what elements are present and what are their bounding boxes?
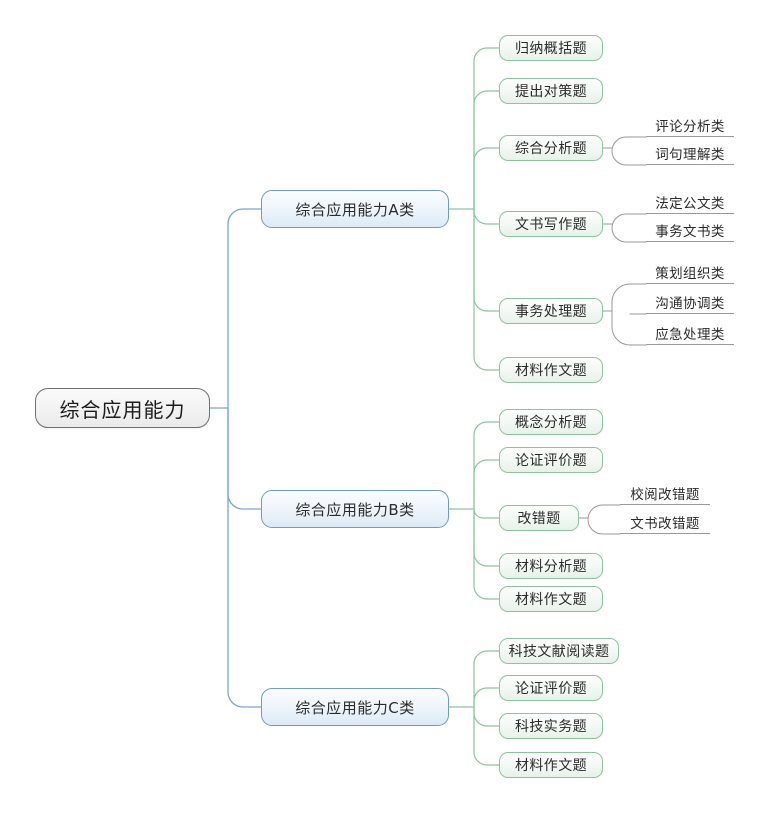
branch-node-1[interactable]: 综合应用能力A类 — [261, 190, 449, 228]
sub-leaf-node-3[interactable]: 法定公文类 — [646, 192, 734, 214]
leaf-node-2-1[interactable]: 概念分析题 — [499, 409, 603, 435]
leaf-node-1-6[interactable]: 材料作文题 — [499, 357, 603, 383]
connector-line — [473, 421, 500, 510]
branch-node-3[interactable]: 综合应用能力C类 — [261, 688, 449, 726]
connector-line — [227, 208, 262, 409]
connector-line — [473, 208, 500, 225]
sub-leaf-node-1[interactable]: 评论分析类 — [646, 115, 734, 137]
connector-line — [473, 508, 500, 600]
leaf-node-3-1[interactable]: 科技文献阅读题 — [499, 638, 619, 664]
leaf-node-3-4[interactable]: 材料作文题 — [499, 752, 603, 778]
sub-leaf-node-6[interactable]: 沟通协调类 — [646, 292, 734, 314]
connector-line — [473, 90, 500, 210]
connector-line — [473, 147, 500, 210]
connector-line — [227, 407, 262, 510]
connector-line — [227, 407, 262, 708]
leaf-node-2-4[interactable]: 材料分析题 — [499, 553, 603, 579]
connector-line — [473, 706, 500, 727]
connector-line — [473, 687, 500, 708]
connector-line — [587, 504, 603, 535]
sub-leaf-node-4[interactable]: 事务文书类 — [646, 220, 734, 242]
leaf-node-1-4[interactable]: 文书写作题 — [499, 211, 603, 237]
sub-leaf-node-5[interactable]: 策划组织类 — [646, 262, 734, 284]
connector-line — [473, 459, 500, 510]
leaf-node-1-1[interactable]: 归纳概括题 — [499, 35, 603, 61]
leaf-node-1-3[interactable]: 综合分析题 — [499, 135, 603, 161]
connector-line — [611, 283, 631, 346]
sub-leaf-node-9[interactable]: 文书改错题 — [620, 512, 710, 534]
leaf-node-2-2[interactable]: 论证评价题 — [499, 447, 603, 473]
connector-line — [473, 47, 500, 210]
connector-line — [473, 706, 500, 766]
connector-line — [611, 213, 627, 243]
connector-line — [611, 136, 627, 166]
sub-leaf-node-8[interactable]: 校阅改错题 — [620, 483, 710, 505]
connector-line — [473, 508, 500, 519]
leaf-node-2-3[interactable]: 改错题 — [499, 505, 579, 531]
leaf-node-2-5[interactable]: 材料作文题 — [499, 586, 603, 612]
connector-line — [473, 208, 500, 312]
branch-node-2[interactable]: 综合应用能力B类 — [261, 490, 449, 528]
connector-line — [473, 650, 500, 708]
leaf-node-3-2[interactable]: 论证评价题 — [499, 675, 603, 701]
connector-line — [473, 508, 500, 567]
leaf-node-3-3[interactable]: 科技实务题 — [499, 713, 603, 739]
connector-line — [473, 208, 500, 371]
sub-leaf-node-7[interactable]: 应急处理类 — [646, 323, 734, 345]
leaf-node-1-5[interactable]: 事务处理题 — [499, 298, 603, 324]
leaf-node-1-2[interactable]: 提出对策题 — [499, 78, 603, 104]
sub-leaf-node-2[interactable]: 词句理解类 — [646, 143, 734, 165]
root-node[interactable]: 综合应用能力 — [35, 388, 210, 428]
